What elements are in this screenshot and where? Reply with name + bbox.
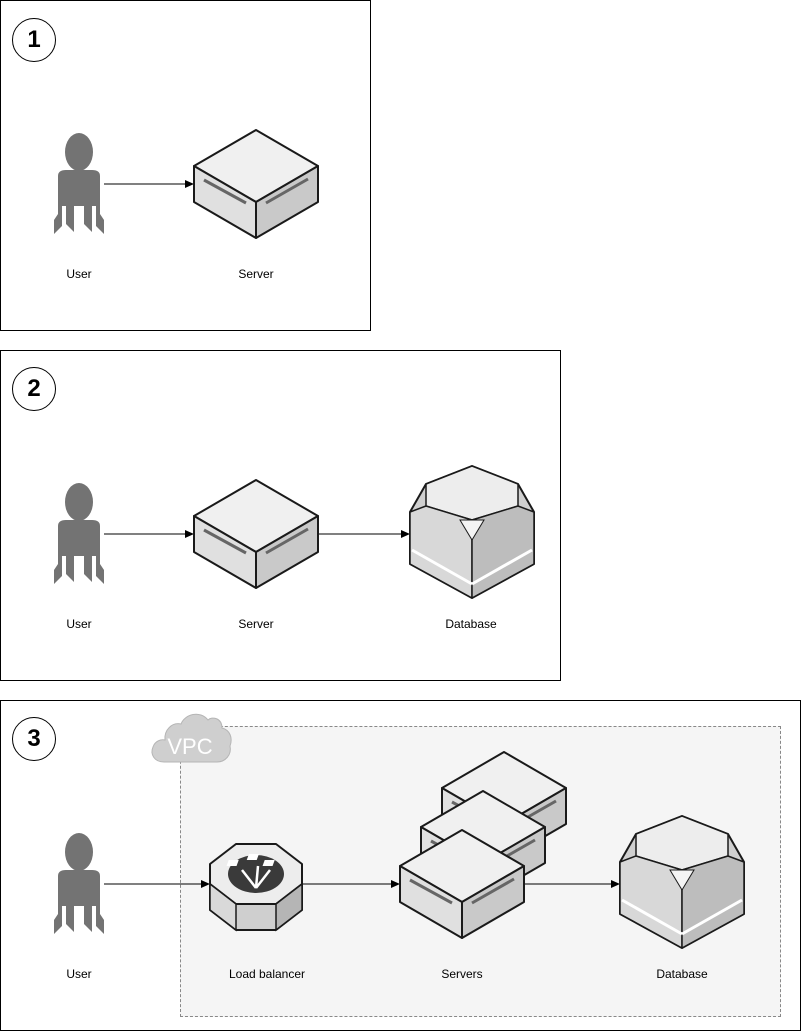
server-label: Server xyxy=(238,617,274,631)
load-balancer-icon xyxy=(209,843,303,932)
server-icon xyxy=(399,829,525,939)
panel-1-number-badge: 1 xyxy=(12,18,56,62)
server-label: Server xyxy=(238,267,274,281)
database-label: Database xyxy=(656,967,708,981)
user-label: User xyxy=(66,617,92,631)
cloud-icon: VPC xyxy=(151,713,232,763)
panel-3-number-badge: 3 xyxy=(12,717,56,761)
servers-label: Servers xyxy=(441,967,483,981)
user-icon xyxy=(54,133,104,234)
database-icon xyxy=(409,465,535,599)
load-balancer-label: Load balancer xyxy=(228,967,306,981)
server-icon xyxy=(193,129,319,239)
server-icon xyxy=(193,479,319,589)
database-label: Database xyxy=(445,617,497,631)
panel-2-number-badge: 2 xyxy=(12,367,56,411)
user-label: User xyxy=(66,967,92,981)
user-icon xyxy=(54,483,104,584)
user-label: User xyxy=(66,267,92,281)
database-icon xyxy=(619,815,745,949)
user-icon xyxy=(54,833,104,934)
vpc-label: VPC xyxy=(167,734,212,759)
